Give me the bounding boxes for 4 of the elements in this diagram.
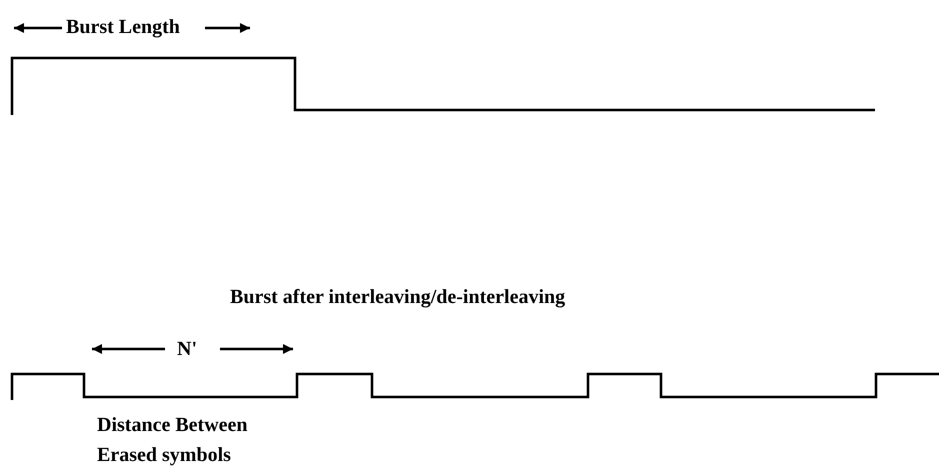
dimension-label: N' — [177, 337, 197, 362]
waveform-heading: Burst after interleaving/de-interleaving — [230, 285, 566, 310]
annotation-text: Distance Between Erased symbols — [97, 413, 249, 468]
dimension-label: Burst Length — [66, 15, 180, 40]
